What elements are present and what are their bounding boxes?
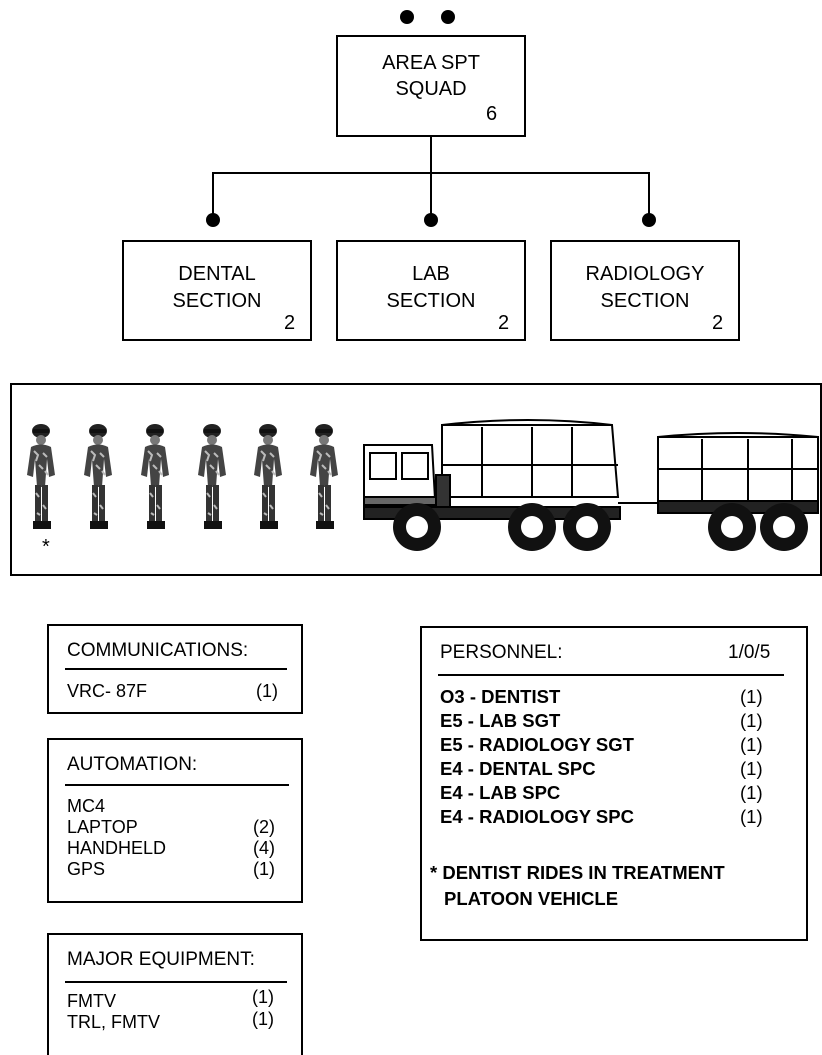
lab-section-count: 2 [498,312,510,334]
personnel-panel: PERSONNEL: 1/0/5 O3 - DENTIST (1) E5 - L… [420,626,808,941]
personnel-item-name: O3 - DENTIST [440,686,561,707]
fmtv-truck-icon [363,419,662,520]
automation-panel: AUTOMATION: MC4 LAPTOP (2) HANDHELD (4) … [47,738,303,903]
dentist-asterisk-marker: * [42,536,50,558]
automation-item-name: GPS [67,859,106,879]
soldier-icon-1 [26,423,56,530]
personnel-item-qty: (1) [740,806,763,827]
connector-drop-radiology [648,172,650,220]
communications-title-rule [65,668,287,670]
top-dot-left [400,10,414,24]
area-spt-squad-title-line2: SQUAD [395,78,467,100]
area-spt-squad-title-line1: AREA SPT [382,52,480,74]
connector-drop-dental [212,172,214,220]
personnel-item-name: E4 - LAB SPC [440,782,561,803]
lab-section-box: LAB SECTION 2 [336,240,526,341]
personnel-item-name: E5 - LAB SGT [440,710,561,731]
dental-section-count: 2 [284,312,296,334]
fmtv-truck-wheels [393,503,611,551]
lab-section-title-line1: LAB [412,263,450,285]
equipment-banner: * [10,383,822,576]
dental-section-title-line1: DENTAL [178,263,256,285]
radiology-section-title-line1: RADIOLOGY [585,263,705,285]
soldier-icon-6 [309,423,339,530]
automation-item-name: HANDHELD [67,838,167,858]
area-spt-squad-count: 6 [486,103,498,125]
personnel-note-line2: PLATOON VEHICLE [444,888,619,909]
personnel-item-qty: (1) [740,734,763,755]
dental-section-title-line2: SECTION [172,290,262,312]
automation-item-qty: (4) [253,838,275,858]
lab-section-title-line2: SECTION [386,290,476,312]
radiology-section-title-line2: SECTION [600,290,690,312]
soldier-icon-2 [83,423,113,530]
personnel-item-qty: (1) [740,782,763,803]
personnel-item-name: E4 - DENTAL SPC [440,758,596,779]
automation-item-qty: (1) [253,859,275,879]
area-spt-squad-box: AREA SPT SQUAD 6 [336,35,526,137]
soldier-icon-5 [253,423,283,530]
dental-section-box: DENTAL SECTION 2 [122,240,312,341]
communications-item-qty: (1) [256,681,278,701]
personnel-item-qty: (1) [740,710,763,731]
communications-item-name: VRC- 87F [67,681,148,701]
personnel-title: PERSONNEL: [440,642,563,663]
personnel-title-rule [438,674,784,676]
automation-item-name: LAPTOP [67,817,138,837]
major-equipment-title: MAJOR EQUIPMENT: [67,949,255,970]
lab-dot [424,213,438,227]
major-equipment-item-qty: (1) [252,987,274,1007]
personnel-item-name: E5 - RADIOLOGY SGT [440,734,634,755]
radiology-section-count: 2 [712,312,724,334]
fmtv-trailer-icon [657,432,819,514]
major-equipment-title-rule [65,981,287,983]
automation-item-qty: (2) [253,817,275,837]
personnel-item-name: E4 - RADIOLOGY SPC [440,806,634,827]
personnel-note-line1: * DENTIST RIDES IN TREATMENT [430,862,725,883]
soldier-icon-3 [140,423,170,530]
automation-title-rule [65,784,289,786]
major-equipment-item-name: FMTV [67,991,116,1011]
connector-trunk [430,137,432,221]
communications-panel: COMMUNICATIONS: VRC- 87F (1) [47,624,303,714]
soldier-icon-4 [197,423,227,530]
radiology-dot [642,213,656,227]
connector-horizontal [212,172,650,174]
dental-dot [206,213,220,227]
personnel-item-qty: (1) [740,686,763,707]
major-equipment-item-name: TRL, FMTV [67,1012,160,1032]
personnel-ratio: 1/0/5 [728,642,771,663]
automation-item-name: MC4 [67,796,106,816]
major-equipment-item-qty: (1) [252,1009,274,1029]
automation-title: AUTOMATION: [67,754,198,775]
fmtv-trailer-wheels [708,503,808,551]
major-equipment-panel: MAJOR EQUIPMENT: FMTV (1) TRL, FMTV (1) [47,933,303,1055]
radiology-section-box: RADIOLOGY SECTION 2 [550,240,740,341]
personnel-item-qty: (1) [740,758,763,779]
communications-title: COMMUNICATIONS: [67,640,249,661]
top-dot-right [441,10,455,24]
